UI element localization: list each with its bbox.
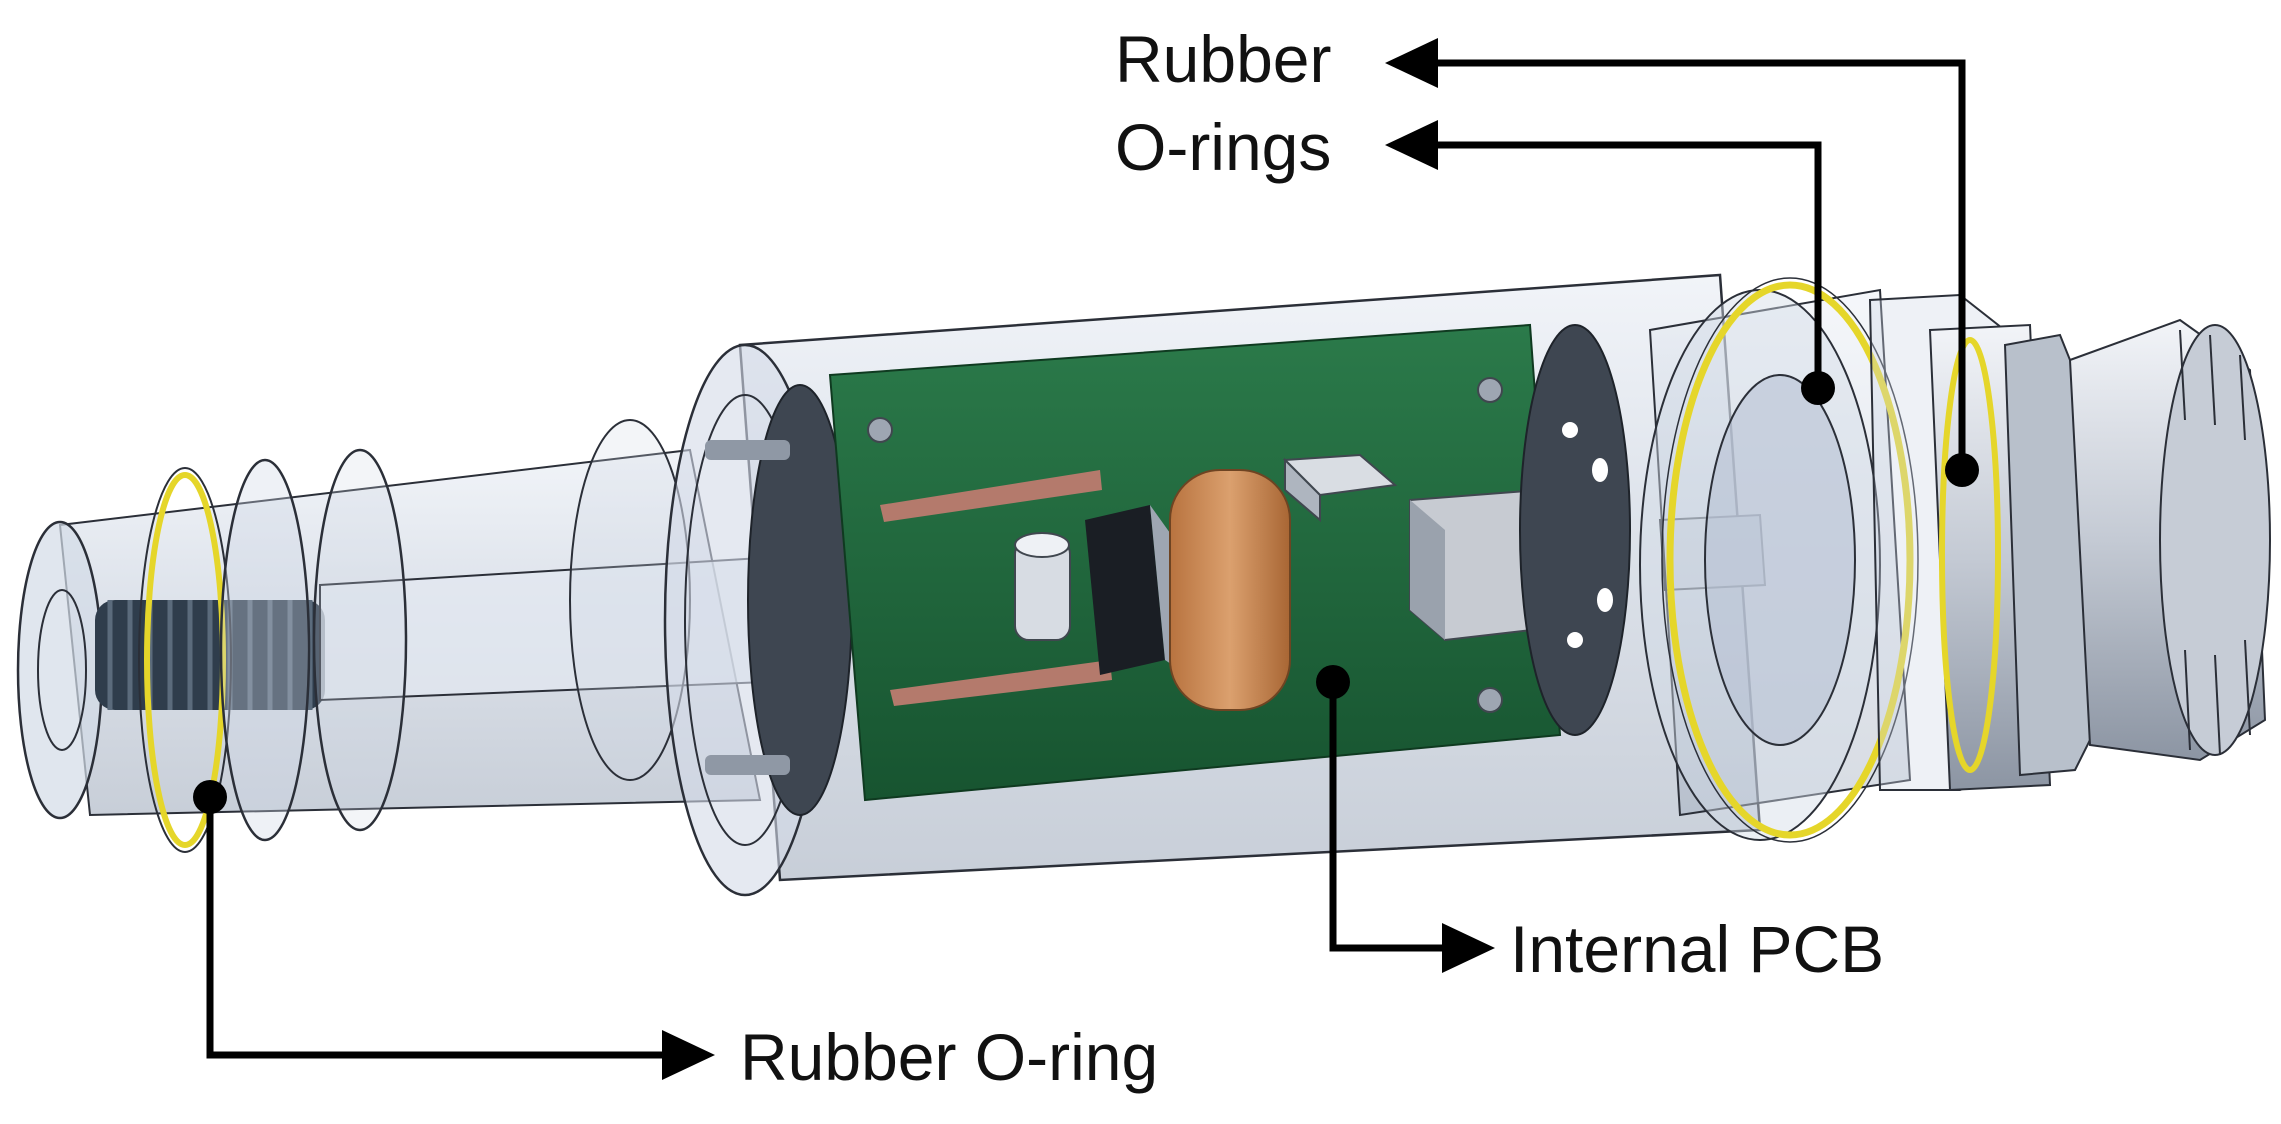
left-oring — [144, 472, 226, 848]
leader-upper-oring-inner — [1410, 141, 1822, 388]
dot-left-oring — [193, 780, 227, 814]
probe-end-cap — [16, 520, 104, 820]
callout-leaders — [206, 59, 1966, 1059]
leader-left-oring — [206, 797, 665, 1059]
arrowhead-pcb — [1442, 923, 1495, 973]
dot-internal-pcb — [1316, 665, 1350, 699]
arrowhead-upper-2 — [1385, 120, 1438, 170]
callout-dots — [193, 371, 1979, 814]
right-end-plate — [1519, 324, 1631, 736]
arrowhead-upper-1 — [1385, 38, 1438, 88]
label-rubber-orings-line2: O-rings — [1115, 110, 1331, 184]
upper-oring-1 — [1666, 281, 1914, 839]
right-cap-assembly — [1639, 277, 2271, 843]
arrowhead-left-oring — [662, 1030, 715, 1080]
dot-upper-oring-outer — [1945, 453, 1979, 487]
leader-internal-pcb — [1329, 682, 1445, 952]
leader-upper-oring-outer — [1410, 59, 1966, 470]
left-probe — [16, 419, 817, 853]
upper-oring-2 — [1939, 337, 2001, 773]
label-internal-pcb: Internal PCB — [1510, 912, 1884, 986]
capacitor — [1169, 469, 1291, 711]
dot-upper-oring-inner — [1801, 371, 1835, 405]
label-rubber-oring: Rubber O-ring — [740, 1020, 1158, 1094]
label-rubber-orings-line1: Rubber — [1115, 22, 1331, 96]
arrowheads — [662, 38, 1495, 1080]
main-housing — [663, 273, 1767, 897]
